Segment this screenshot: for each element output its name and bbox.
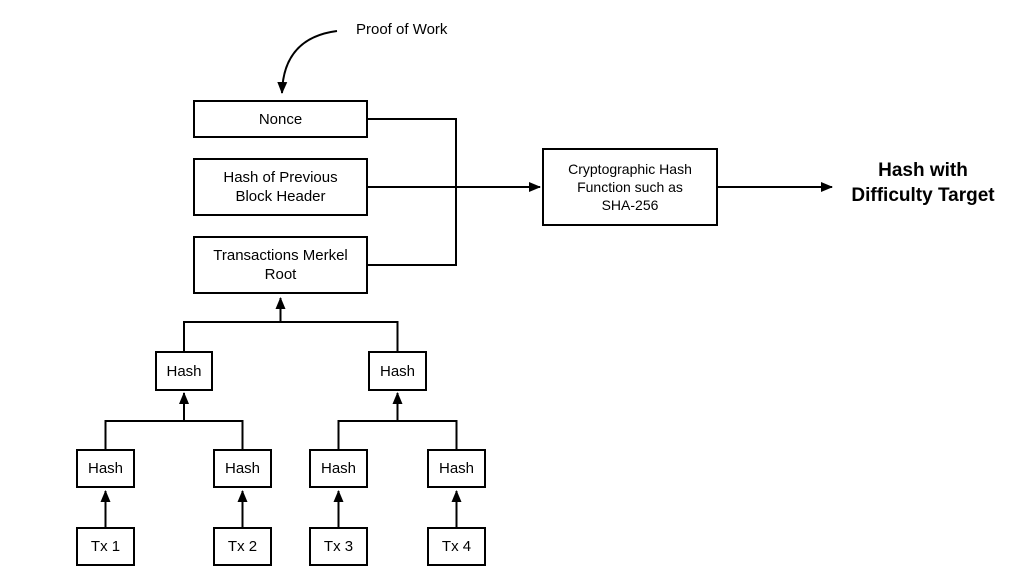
tx-box-3: Tx 3	[309, 527, 368, 566]
tx-3-label: Tx 3	[323, 538, 354, 555]
hash-function-box: Cryptographic Hash Function such as SHA-…	[542, 148, 718, 226]
merkle-hash-leaf-2-label: Hash	[224, 460, 261, 477]
tx-box-4: Tx 4	[427, 527, 486, 566]
bus-connector	[368, 118, 457, 266]
merkle-hash-leaf-3: Hash	[309, 449, 368, 488]
pow-curved-arrow	[277, 30, 338, 94]
merkle-hash-leaf-4-label: Hash	[438, 460, 475, 477]
prev-hash-line-1: Hash of Previous	[223, 169, 338, 186]
tx-2-label: Tx 2	[227, 538, 258, 555]
hash-difficulty-target-label: Hash with Difficulty Target	[840, 158, 1006, 208]
merkle-hash-leaf-2: Hash	[213, 449, 272, 488]
merkle-hash-leaf-4: Hash	[427, 449, 486, 488]
merkle-root-line-2: Root	[264, 266, 297, 283]
right-pair-connector	[337, 420, 458, 449]
nonce-box: Nonce	[193, 100, 368, 138]
tx-1-label: Tx 1	[90, 538, 121, 555]
merkle-hash-leaf-1: Hash	[76, 449, 135, 488]
tx-box-1: Tx 1	[76, 527, 135, 566]
output-line-2: Difficulty Target	[851, 185, 995, 206]
merkle-hash-leaf-3-label: Hash	[320, 460, 357, 477]
merkle-hash-mid-right-label: Hash	[379, 362, 416, 380]
tx-box-2: Tx 2	[213, 527, 272, 566]
tx-4-label: Tx 4	[441, 538, 472, 555]
hash-fn-line-1: Cryptographic Hash	[568, 161, 692, 177]
merkle-hash-mid-right: Hash	[368, 351, 427, 391]
merkle-root-box: Transactions Merkel Root	[193, 236, 368, 294]
nonce-label: Nonce	[258, 110, 303, 128]
merkle-root-line-1: Transactions Merkel	[213, 247, 348, 264]
output-line-1: Hash with	[878, 160, 968, 181]
mid-pair-connector	[183, 321, 399, 351]
left-pair-connector	[104, 420, 244, 449]
proof-of-work-label: Proof of Work	[356, 21, 448, 38]
hash-fn-line-2: Function such as	[577, 179, 683, 195]
merkle-hash-mid-left-label: Hash	[166, 362, 202, 380]
merkle-hash-mid-left: Hash	[155, 351, 213, 391]
prev-hash-line-2: Block Header	[235, 188, 326, 205]
merkle-hash-leaf-1-label: Hash	[87, 460, 124, 477]
hash-fn-line-3: SHA-256	[601, 197, 659, 213]
prev-block-hash-box: Hash of Previous Block Header	[193, 158, 368, 216]
